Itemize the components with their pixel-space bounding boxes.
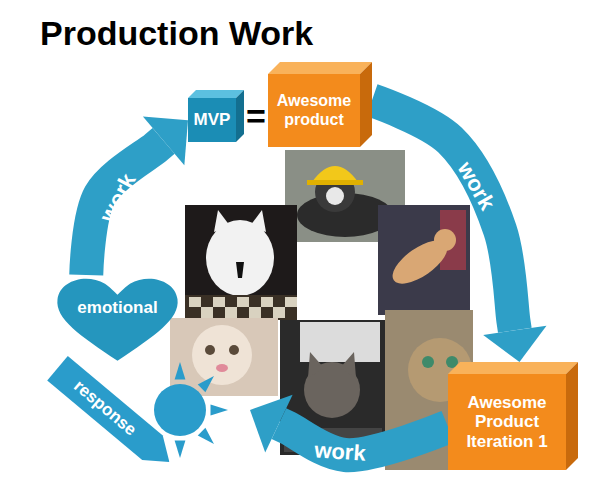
photo-background bbox=[170, 318, 278, 396]
kitten-ears bbox=[308, 352, 356, 378]
product-cube: Awesome product bbox=[268, 62, 372, 147]
iteration-cube: Awesome Product Iteration 1 bbox=[448, 362, 578, 470]
kitten-ears bbox=[214, 210, 266, 232]
diagram-title: Production Work bbox=[40, 14, 313, 53]
arrow-head bbox=[143, 117, 188, 166]
mvp-cube: MVP bbox=[188, 90, 244, 142]
fluffy-kitten-photo bbox=[170, 318, 278, 396]
text-holder: MVP bbox=[188, 98, 236, 142]
kitten-body bbox=[206, 220, 274, 296]
chessboard bbox=[185, 295, 297, 320]
hard-hat-brim bbox=[307, 180, 363, 185]
sun-beam bbox=[47, 356, 169, 462]
emotion-heart: emotional bbox=[55, 275, 180, 363]
text-block: emotional bbox=[73, 298, 161, 318]
kitten-eye bbox=[229, 345, 239, 355]
sun-ray bbox=[198, 428, 214, 444]
work-arrow bbox=[86, 117, 188, 275]
cube-side bbox=[566, 362, 578, 470]
heart-outline bbox=[55, 275, 180, 363]
chess-piece bbox=[236, 262, 244, 278]
photo-background bbox=[185, 205, 297, 320]
sun-disc bbox=[154, 384, 206, 436]
arrow-body bbox=[372, 100, 515, 330]
text-holder: emotional bbox=[55, 295, 180, 321]
arrow-label: work bbox=[94, 169, 141, 227]
heart-shape bbox=[57, 279, 177, 361]
equals-sign: = bbox=[246, 97, 266, 136]
sun-ray bbox=[175, 441, 186, 458]
arrow-body bbox=[86, 141, 163, 275]
text-holder: Awesome Product Iteration 1 bbox=[448, 374, 566, 470]
response-sun: response bbox=[55, 360, 250, 485]
text-block: Awesome product bbox=[268, 92, 360, 129]
text-block: Awesome Product Iteration 1 bbox=[448, 393, 566, 452]
kitten-face bbox=[192, 325, 252, 385]
node-text: MVP bbox=[194, 110, 231, 130]
cube-top bbox=[448, 362, 578, 374]
photo-background bbox=[378, 205, 470, 315]
arrow-head bbox=[483, 326, 546, 362]
kitten-eye bbox=[205, 345, 215, 355]
cube-front bbox=[188, 98, 236, 142]
jumping-cat-photo bbox=[378, 205, 470, 315]
work-arrow bbox=[372, 100, 546, 362]
cat-eye bbox=[422, 356, 434, 368]
cube-side bbox=[236, 90, 244, 142]
cat-head bbox=[434, 229, 456, 251]
cat-muzzle bbox=[326, 187, 344, 205]
arrow-head bbox=[250, 395, 293, 453]
cube-top bbox=[268, 62, 372, 74]
text-block: MVP bbox=[190, 110, 235, 130]
text-holder: Awesome product bbox=[268, 74, 360, 147]
node-text: Awesome Product Iteration 1 bbox=[452, 393, 562, 452]
cube-top bbox=[188, 90, 244, 98]
cube-side bbox=[360, 62, 372, 147]
white-kitten-photo bbox=[185, 205, 297, 320]
sun-ray bbox=[211, 405, 228, 416]
hard-hat bbox=[312, 166, 358, 182]
sun-ray bbox=[198, 376, 214, 392]
cube-front bbox=[448, 374, 566, 470]
cube-front bbox=[268, 74, 360, 147]
arrow-label: work bbox=[313, 437, 366, 467]
arrow-label: work bbox=[452, 157, 500, 214]
node-text: emotional bbox=[77, 298, 157, 318]
kitten-mouth bbox=[216, 364, 228, 372]
sun-ray bbox=[175, 362, 186, 379]
node-text: Awesome product bbox=[272, 92, 356, 129]
